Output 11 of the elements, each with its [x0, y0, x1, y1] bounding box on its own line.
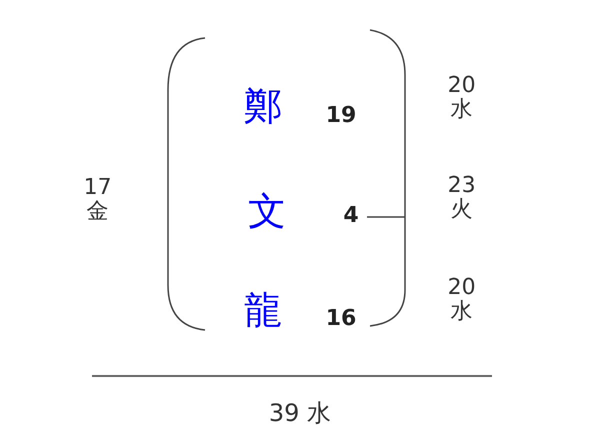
grid-value: 20 水	[446, 276, 477, 324]
grid-value: 20 水	[446, 74, 477, 122]
stroke-count: 16	[324, 307, 358, 332]
name-character: 龍	[243, 290, 283, 332]
total-value: 39 水	[268, 400, 332, 426]
grid-value: 23 火	[446, 174, 477, 222]
name-character: 鄭	[243, 86, 283, 128]
stroke-count: 19	[324, 104, 358, 128]
grid-value: 17 金	[82, 176, 113, 224]
stroke-count: 4	[342, 204, 360, 228]
name-character: 文	[247, 191, 287, 233]
